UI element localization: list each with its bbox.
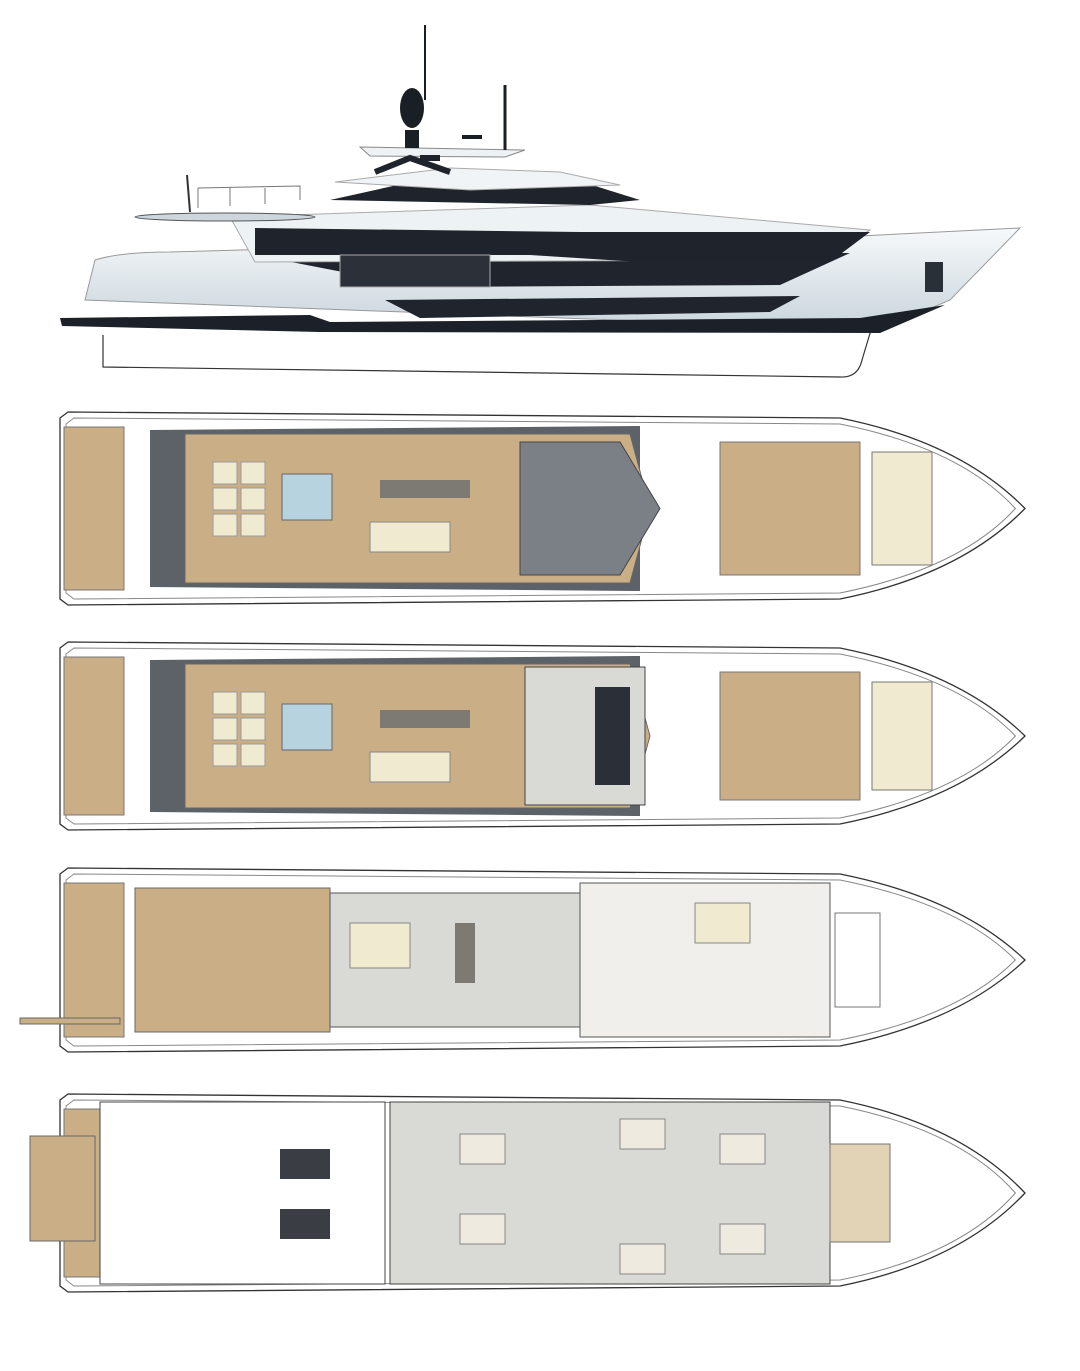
swim-platform xyxy=(63,656,125,816)
helm-console xyxy=(595,687,630,785)
cabin-bed xyxy=(459,1213,506,1245)
swim-platform xyxy=(63,426,125,591)
bulwark-line xyxy=(65,873,1017,1047)
swim-platform xyxy=(63,882,125,1038)
bulwark-line xyxy=(65,1099,1017,1287)
lounge-sofa xyxy=(369,751,451,783)
tender-garage xyxy=(99,1101,386,1285)
tender-bay xyxy=(834,912,881,1008)
sun-lounger xyxy=(212,513,238,537)
sun-lounger xyxy=(240,691,266,715)
flybridge-roof xyxy=(334,167,621,191)
sun-lounger xyxy=(212,461,238,485)
sun-lounger xyxy=(240,461,266,485)
jacuzzi xyxy=(281,473,333,521)
aft-deck-teak xyxy=(134,887,331,1033)
hardtop xyxy=(358,146,526,158)
sun-deck-plan-b xyxy=(59,641,1026,831)
flag-pole xyxy=(186,174,191,213)
foredeck-teak xyxy=(719,671,861,801)
forepeak xyxy=(829,1143,891,1243)
sun-lounger xyxy=(240,743,266,767)
aft-overhang xyxy=(134,212,316,222)
deck-plans xyxy=(19,411,1026,1293)
hardtop-supports xyxy=(373,154,451,175)
cabin-bed xyxy=(619,1118,666,1150)
radome xyxy=(400,88,424,128)
bulwark-line xyxy=(65,417,1017,600)
sun-lounger xyxy=(240,717,266,741)
radome-base xyxy=(405,130,419,148)
jacuzzi xyxy=(281,703,333,751)
radar-antenna xyxy=(462,135,482,139)
bulwark-line xyxy=(65,647,1017,825)
foredeck-teak xyxy=(719,441,861,576)
sun-lounger xyxy=(240,487,266,511)
sun-deck-plan-a xyxy=(59,411,1026,606)
dining-table xyxy=(380,480,470,498)
sun-lounger xyxy=(240,513,266,537)
main-deck-plan xyxy=(19,867,1026,1053)
lower-hull-window xyxy=(385,296,800,318)
owner-bed xyxy=(694,902,751,944)
cabin-bed xyxy=(619,1243,666,1275)
profile-view xyxy=(60,25,1022,378)
jet-ski xyxy=(280,1209,330,1239)
passerelle xyxy=(19,1017,121,1025)
cabin-bed xyxy=(459,1133,506,1165)
bow-seating xyxy=(871,681,933,791)
salon-sofa xyxy=(349,922,411,969)
hawse-pipe xyxy=(925,262,943,292)
guest-and-crew-cabins xyxy=(389,1101,831,1285)
superstructure-glazing xyxy=(255,228,870,262)
cabin-bed xyxy=(719,1133,766,1165)
sun-lounger xyxy=(212,717,238,741)
beach-platform xyxy=(29,1135,96,1242)
dining-table xyxy=(380,710,470,728)
sun-lounger xyxy=(212,691,238,715)
lounge-sofa xyxy=(369,521,451,553)
bow-seating xyxy=(871,451,933,566)
lower-deck-plan xyxy=(29,1093,1026,1293)
jet-ski xyxy=(280,1149,330,1179)
cabin-bed xyxy=(719,1223,766,1255)
sun-lounger xyxy=(212,743,238,767)
salon-dining-table xyxy=(455,923,475,983)
underwater-hull-outline xyxy=(102,299,881,378)
boot-stripe xyxy=(60,305,945,333)
flybridge-railing xyxy=(197,185,301,208)
windscreen xyxy=(519,441,661,576)
salon-windows xyxy=(339,254,491,288)
sun-lounger xyxy=(212,487,238,511)
